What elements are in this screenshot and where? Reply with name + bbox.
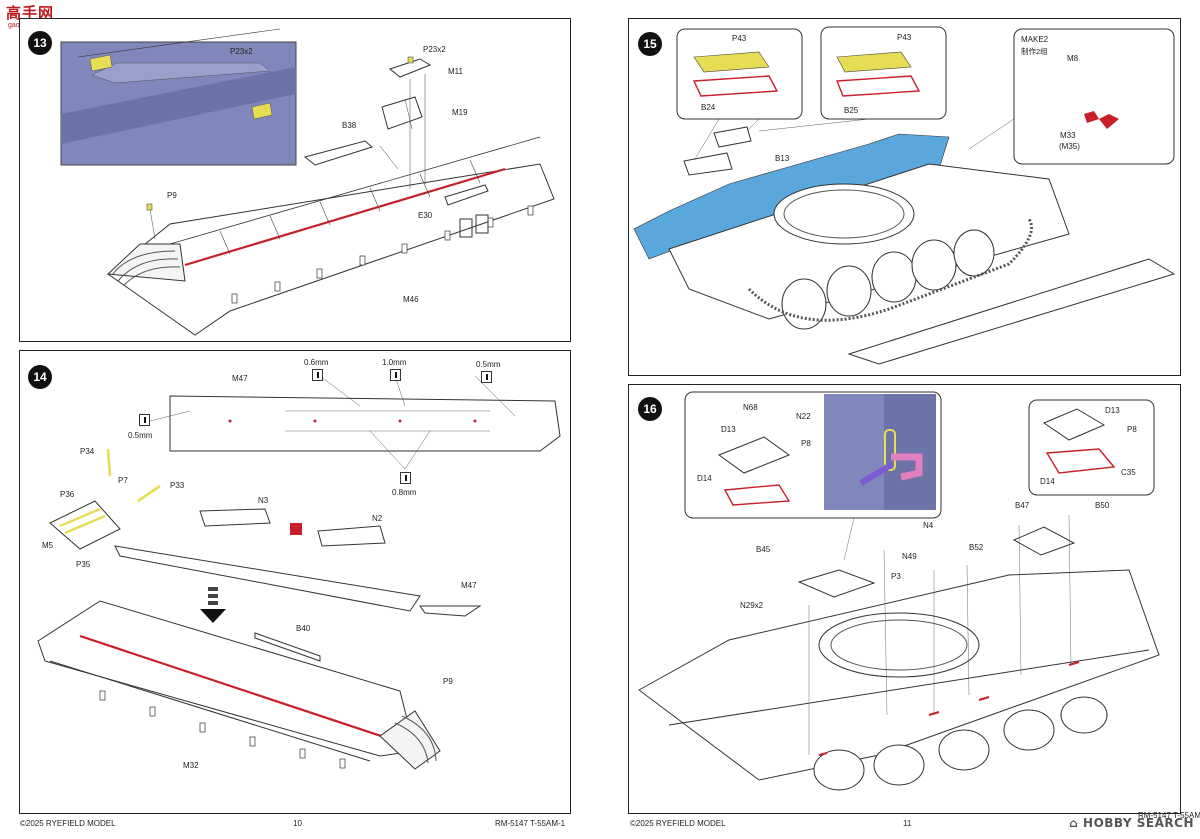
footer-right-code: RM-5147 T-55AM-1 (1138, 811, 1200, 820)
step-13-panel: 13 P23x2 P23x2 M11 M19 B38 P9 E30 M46 (19, 18, 571, 342)
label-m35: (M35) (1059, 142, 1080, 151)
label-n49: N49 (902, 552, 917, 561)
label-p8-right: P8 (1127, 425, 1137, 434)
label-n68: N68 (743, 403, 758, 412)
label-b52: B52 (969, 543, 984, 552)
drill-icon-0-6 (312, 369, 323, 381)
drill-icon-1-0 (390, 369, 401, 381)
label-p43-b: P43 (897, 33, 912, 42)
label-make2-cn: 制作2组 (1021, 47, 1048, 56)
label-m33: M33 (1060, 131, 1076, 140)
drill-icon-0-5-right (481, 371, 492, 383)
label-p33: P33 (170, 481, 185, 490)
step-15-panel: 15 P43 P43 B24 B25 B13 MAKE2 制作2组 M8 M33… (628, 18, 1181, 376)
step-15-badge: 15 (638, 32, 662, 56)
label-drill-0-5-right: 0.5mm (476, 360, 501, 369)
step-14-badge: 14 (28, 365, 52, 389)
label-m46: M46 (403, 295, 419, 304)
label-p34: P34 (80, 447, 95, 456)
label-p43-a: P43 (732, 34, 747, 43)
label-p3: P3 (891, 572, 901, 581)
label-p9-step14: P9 (443, 677, 453, 686)
step-16-drawing (638, 391, 1160, 791)
label-p7: P7 (118, 476, 128, 485)
label-b45: B45 (756, 545, 771, 554)
label-p9: P9 (167, 191, 177, 200)
label-m5: M5 (42, 541, 54, 550)
label-b40: B40 (296, 624, 311, 633)
step-16-panel: 16 N68 N22 D13 P8 D14 D13 P8 D14 C35 B45… (628, 384, 1181, 814)
watermark-logo: 高手网 (6, 4, 55, 22)
label-p35: P35 (76, 560, 91, 569)
label-n29: N29x2 (740, 601, 764, 610)
step-13-drawing (60, 28, 555, 336)
step-14-drawing (37, 375, 561, 770)
label-m11: M11 (448, 67, 463, 76)
label-b25: B25 (844, 106, 859, 115)
label-drill-0-6: 0.6mm (304, 358, 329, 367)
footer-left-copyright: ©2025 RYEFIELD MODEL (20, 819, 116, 828)
label-b38: B38 (342, 121, 357, 130)
label-d13-right: D13 (1105, 406, 1120, 415)
label-drill-0-8: 0.8mm (392, 488, 417, 497)
label-m8: M8 (1067, 54, 1079, 63)
step-16-badge: 16 (638, 397, 662, 421)
label-p23-inset: P23x2 (230, 47, 253, 56)
label-d14-left: D14 (697, 474, 712, 483)
label-n4: N4 (923, 521, 934, 530)
label-p36: P36 (60, 490, 75, 499)
label-make2: MAKE2 (1021, 35, 1049, 44)
hobbysearch-watermark: ⌂ HOBBY SEARCH (1069, 816, 1194, 830)
label-b47: B47 (1015, 501, 1030, 510)
label-d13-left: D13 (721, 425, 736, 434)
footer-left-page: 10 (293, 819, 302, 828)
step-15-drawing (633, 26, 1176, 365)
label-m47-top: M47 (232, 374, 248, 383)
label-n2: N2 (372, 514, 383, 523)
label-b13: B13 (775, 154, 790, 163)
label-m19: M19 (452, 108, 468, 117)
label-drill-1-0: 1.0mm (382, 358, 407, 367)
label-b50: B50 (1095, 501, 1110, 510)
label-b24: B24 (701, 103, 716, 112)
label-m32: M32 (183, 761, 199, 770)
footer-right-copyright: ©2025 RYEFIELD MODEL (630, 819, 726, 828)
label-e30: E30 (418, 211, 433, 220)
label-n3: N3 (258, 496, 269, 505)
label-c35: C35 (1121, 468, 1136, 477)
label-p23: P23x2 (423, 45, 446, 54)
label-d14-right: D14 (1040, 477, 1055, 486)
drill-icon-0-5-left (139, 414, 150, 426)
label-p8-left: P8 (801, 439, 811, 448)
step-13-badge: 13 (28, 31, 52, 55)
step-14-panel: 14 M47 0.6mm 1.0mm 0.5mm 0.5mm 0.8mm P34… (19, 350, 571, 814)
label-n22: N22 (796, 412, 811, 421)
label-drill-0-5-left: 0.5mm (128, 431, 153, 440)
label-m47-bottom: M47 (461, 581, 477, 590)
drill-icon-0-8 (400, 472, 411, 484)
footer-right-page: 11 (903, 819, 912, 828)
footer-left-code: RM-5147 T-55AM-1 (495, 819, 566, 828)
